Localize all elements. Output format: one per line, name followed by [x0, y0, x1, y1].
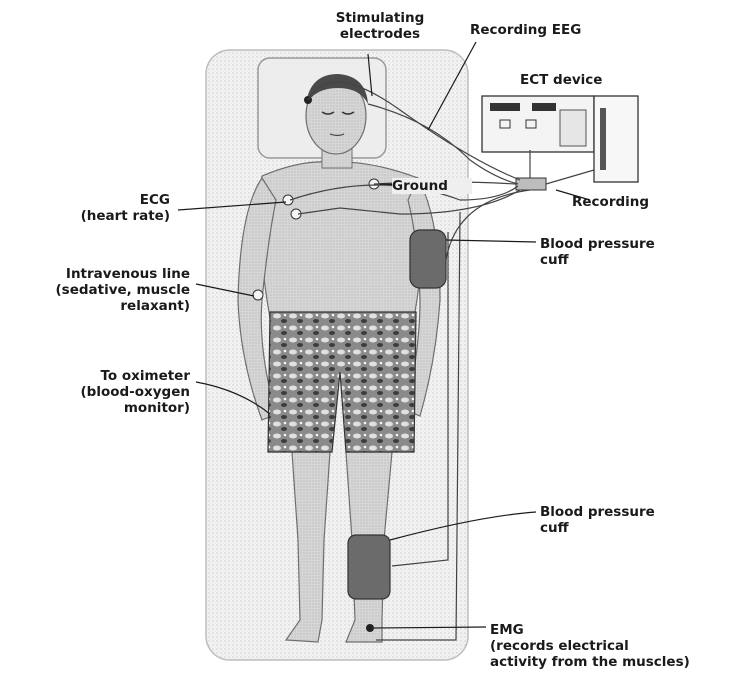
- arm-blood-pressure-cuff: [410, 230, 446, 288]
- label-emg: EMG (records electrical activity from th…: [490, 622, 735, 670]
- label-recording: Recording: [572, 194, 692, 210]
- label-intravenous-line: Intravenous line (sedative, muscle relax…: [10, 266, 190, 314]
- ect-device: [482, 96, 638, 182]
- leg-blood-pressure-cuff: [348, 535, 390, 599]
- label-ect-device: ECT device: [520, 72, 640, 88]
- label-ecg: ECG (heart rate): [40, 192, 170, 224]
- emg-electrode: [366, 624, 374, 632]
- label-oximeter: To oximeter (blood-oxygen monitor): [40, 368, 190, 416]
- junction-box: [516, 178, 546, 190]
- label-blood-pressure-cuff-leg: Blood pressure cuff: [540, 504, 680, 536]
- label-recording-eeg: Recording EEG: [470, 22, 620, 38]
- label-ground: Ground: [392, 178, 472, 194]
- iv-site: [253, 290, 263, 300]
- label-stimulating-electrodes: Stimulating electrodes: [330, 10, 430, 42]
- label-blood-pressure-cuff-arm: Blood pressure cuff: [540, 236, 680, 268]
